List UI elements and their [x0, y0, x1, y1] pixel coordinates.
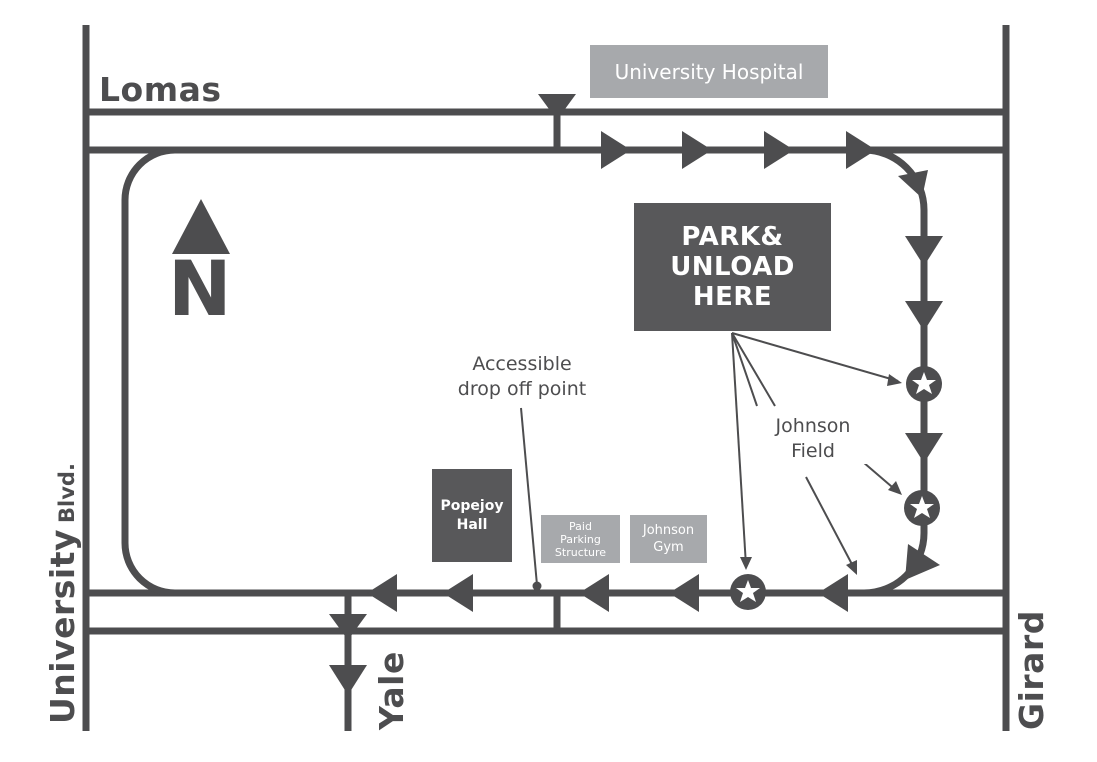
arrow-right-icon	[846, 131, 876, 169]
arrow-down-right-icon	[898, 170, 928, 198]
building-paid-parking-structure: Paid Parking Structure	[541, 515, 620, 563]
street-label-university: University Blvd.	[43, 463, 82, 724]
compass-letter: N	[168, 244, 232, 333]
star-icon	[736, 580, 760, 602]
arrow-left-icon	[669, 574, 699, 612]
street-label-girard: Girard	[1012, 610, 1051, 730]
arrow-right-icon	[682, 131, 712, 169]
north-arrow-icon	[172, 199, 230, 254]
building-popejoy-hall: Popejoy Hall	[432, 469, 512, 562]
loop-west-curve	[121, 146, 185, 597]
arrow-down-icon	[329, 614, 367, 640]
arrow-down-icon	[905, 236, 943, 266]
arrowhead-icon	[846, 560, 857, 575]
arrowhead-icon	[888, 481, 902, 495]
pointer-line	[731, 332, 776, 407]
arrow-left-icon	[367, 574, 397, 612]
arrowhead-icon	[887, 374, 902, 386]
arrow-down-icon	[329, 665, 367, 695]
drop-off-dot-icon	[532, 581, 542, 591]
pointer-line	[731, 332, 758, 407]
arrow-down-icon	[905, 433, 943, 463]
accessible-drop-off-label: Accessible drop off point	[457, 353, 587, 400]
arrow-down-icon	[538, 94, 576, 120]
star-icon	[910, 496, 934, 518]
building-university-hospital: University Hospital	[590, 45, 828, 98]
arrow-right-icon	[764, 131, 794, 169]
street-label-lomas: Lomas	[99, 70, 222, 109]
street-label-yale: Yale	[372, 651, 411, 730]
johnson-field-label: Johnson Field	[753, 414, 873, 464]
building-johnson-gym: Johnson Gym	[630, 515, 707, 563]
star-marker	[906, 366, 942, 402]
pointer-line	[520, 407, 538, 586]
street-label-university-name: University	[43, 528, 82, 724]
pointer-line	[731, 332, 747, 567]
star-icon	[912, 372, 936, 394]
street-label-university-suffix: Blvd.	[55, 463, 79, 523]
arrowhead-icon	[740, 557, 752, 570]
arrow-left-icon	[818, 574, 848, 612]
park-unload-callout: PARK& UNLOAD HERE	[634, 203, 831, 331]
arrow-left-icon	[579, 574, 609, 612]
arrow-down-icon	[905, 301, 943, 331]
arrow-left-icon	[443, 574, 473, 612]
star-marker	[904, 490, 940, 526]
star-marker	[730, 574, 766, 610]
arrow-right-icon	[601, 131, 631, 169]
pointer-line	[731, 332, 899, 382]
arrow-down-left-icon	[905, 544, 940, 580]
pointer-line	[805, 476, 856, 571]
